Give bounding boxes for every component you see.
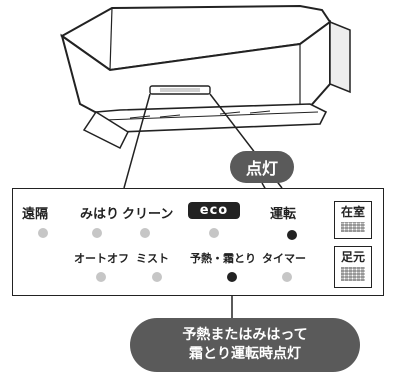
auto-off-indicator-dot: [96, 272, 106, 282]
run-label: 運転: [270, 207, 297, 222]
eco-label: eco: [199, 203, 229, 218]
mist-label: ミスト: [136, 252, 169, 265]
indicator-lit-callout: 点灯: [230, 151, 294, 183]
feet-label: 足元: [340, 250, 365, 264]
preheat-callout-line2: 霜とり運転時点灯: [189, 346, 301, 362]
feet-led-grid: [341, 267, 365, 281]
remote-label: 遠隔: [22, 207, 49, 222]
clean-label: クリーン: [122, 207, 174, 222]
preheat-defrost-label: 予熱・霜とり: [190, 252, 256, 265]
mist-indicator-dot: [152, 272, 162, 282]
timer-indicator-dot: [282, 272, 292, 282]
in-room-label: 在室: [340, 205, 365, 219]
eco-indicator-dot: [209, 228, 219, 238]
preheat-callout: 予熱またはみはって 霜とり運転時点灯: [130, 318, 360, 372]
preheat-defrost-indicator-dot: [227, 272, 237, 282]
remote-indicator-dot: [38, 228, 48, 238]
clean-indicator-dot: [140, 228, 150, 238]
timer-label: タイマー: [262, 252, 306, 265]
preheat-callout-line1: 予熱またはみはって: [182, 327, 308, 344]
indicator-lit-label: 点灯: [245, 159, 278, 178]
eco-badge: eco: [188, 202, 240, 219]
feet-indicator: 足元: [334, 246, 372, 288]
auto-off-label: オートオフ: [74, 252, 129, 265]
in-room-led-grid: [341, 222, 365, 232]
run-indicator-dot: [287, 230, 297, 240]
watch-label: みはり: [80, 207, 120, 222]
watch-indicator-dot: [92, 228, 102, 238]
in-room-indicator: 在室: [334, 201, 372, 239]
